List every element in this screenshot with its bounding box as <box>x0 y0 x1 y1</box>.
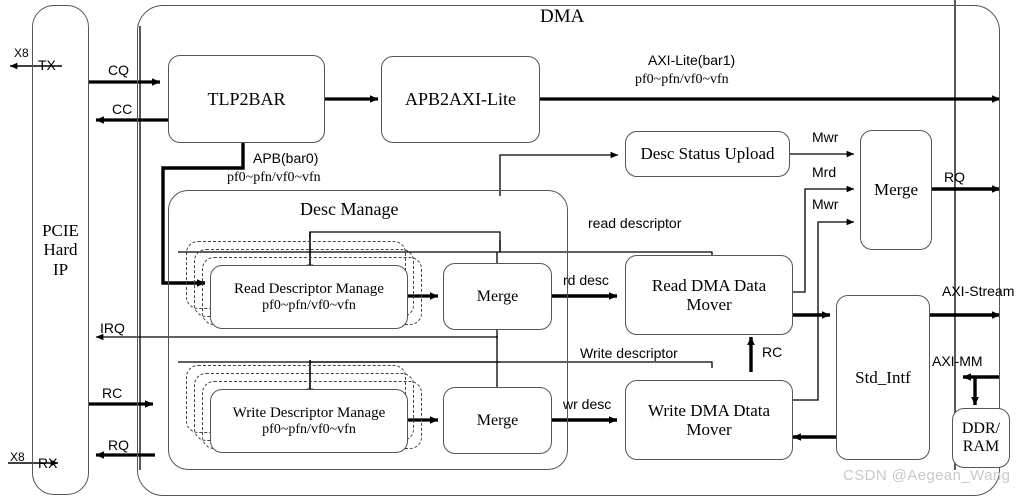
read-desc-manage-line2: pf0~pfn/vf0~vfn <box>262 297 356 313</box>
rx-port-label: RX <box>38 455 58 471</box>
x8-top-label: X8 <box>14 46 29 60</box>
merge-right-label: Merge <box>873 180 919 200</box>
rc-up-label: RC <box>762 344 783 360</box>
rd-desc-label: rd desc <box>563 272 609 288</box>
cq-signal-label: CQ <box>108 62 129 78</box>
rc-left-signal-label: RC <box>102 385 123 401</box>
rq-left-signal-label: RQ <box>108 437 129 453</box>
pcie-label-line2: Hard <box>43 240 78 260</box>
read-descriptor-label: read descriptor <box>588 215 682 231</box>
merge-read-label: Merge <box>476 287 519 305</box>
apb-bar0-label-line2: pf0~pfn/vf0~vfn <box>227 170 321 185</box>
axilite-bar1-label-line1: AXI-Lite(bar1) <box>648 52 736 68</box>
desc-status-upload-label: Desc Status Upload <box>640 144 775 164</box>
write-descriptor-label: Write descriptor <box>580 345 678 361</box>
apb2axi-lite-block[interactable]: APB2AXI-Lite <box>381 56 540 143</box>
read-dma-line1: Read DMA Data <box>651 275 767 295</box>
read-dma-line2: Mover <box>686 295 732 314</box>
mrd-label: Mrd <box>812 164 837 180</box>
rq-right-label: RQ <box>944 169 965 185</box>
merge-read-block[interactable]: Merge <box>443 263 552 330</box>
watermark: CSDN @Aegean_Wang <box>843 467 1011 484</box>
write-desc-manage-line2: pf0~pfn/vf0~vfn <box>262 421 356 437</box>
ddr-ram-block[interactable]: DDR/ RAM <box>952 408 1010 468</box>
write-dma-line2: Mover <box>686 420 732 439</box>
axilite-bar1-label-line2: pf0~pfn/vf0~vfn <box>635 72 729 87</box>
mwr-bottom-label: Mwr <box>812 196 839 212</box>
cc-signal-label: CC <box>112 101 133 117</box>
merge-write-block[interactable]: Merge <box>443 387 552 454</box>
std-intf-label: Std_Intf <box>855 367 911 387</box>
write-descriptor-manage-block[interactable]: Write Descriptor Manage pf0~pfn/vf0~vfn <box>210 389 408 453</box>
mwr-top-label: Mwr <box>812 129 839 145</box>
axi-mm-label: AXI-MM <box>932 353 983 369</box>
write-dma-line1: Write DMA Dtata <box>647 400 771 420</box>
tx-port-label: TX <box>38 57 56 73</box>
irq-signal-label: IRQ <box>100 320 125 336</box>
desc-manage-container <box>168 190 568 470</box>
dma-title: DMA <box>540 6 585 27</box>
merge-write-label: Merge <box>476 411 519 429</box>
write-dma-data-mover-block[interactable]: Write DMA Dtata Mover <box>625 380 793 460</box>
apb2axi-lite-label: APB2AXI-Lite <box>405 89 516 110</box>
read-dma-data-mover-block[interactable]: Read DMA Data Mover <box>625 255 793 335</box>
apb-bar0-label-line1: APB(bar0) <box>253 150 319 166</box>
read-desc-manage-line1: Read Descriptor Manage <box>234 280 384 297</box>
ddr-ram-line1: DDR/ <box>961 420 1001 438</box>
ddr-ram-line2: RAM <box>962 438 1000 455</box>
desc-status-upload-block[interactable]: Desc Status Upload <box>625 131 790 177</box>
pcie-hard-ip-block[interactable]: PCIE Hard IP <box>32 5 89 495</box>
desc-manage-title: Desc Manage <box>300 199 399 219</box>
tlp2bar-block[interactable]: TLP2BAR <box>168 55 325 143</box>
axi-stream-label: AXI-Stream <box>942 283 1015 299</box>
dma-container <box>137 5 1000 496</box>
write-desc-manage-line1: Write Descriptor Manage <box>232 404 386 421</box>
pcie-label-line1: PCIE <box>42 221 79 241</box>
std-intf-block[interactable]: Std_Intf <box>836 295 930 460</box>
pcie-label-line3: IP <box>52 259 69 279</box>
read-descriptor-manage-block[interactable]: Read Descriptor Manage pf0~pfn/vf0~vfn <box>210 265 408 329</box>
wr-desc-label: wr desc <box>563 396 612 412</box>
tlp2bar-label: TLP2BAR <box>207 88 286 109</box>
merge-right-block[interactable]: Merge <box>860 130 932 250</box>
x8-bottom-label: X8 <box>10 450 25 464</box>
